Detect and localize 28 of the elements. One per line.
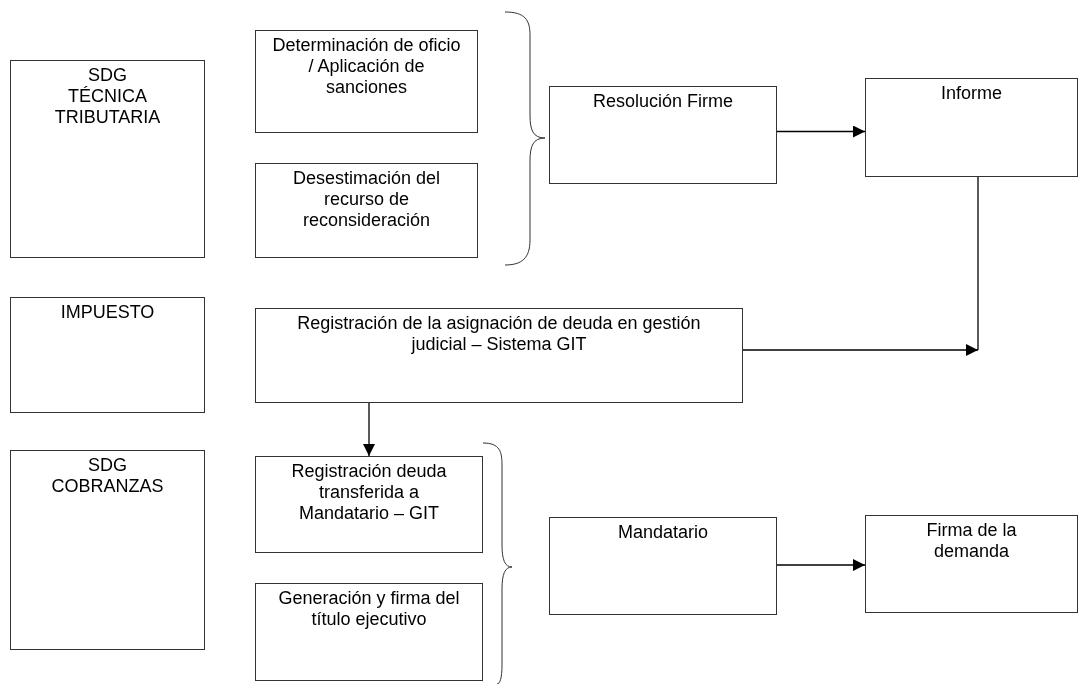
process-box xyxy=(255,308,743,403)
process-box xyxy=(865,515,1078,613)
process-box xyxy=(255,30,478,133)
box-text: IMPUESTO xyxy=(60,302,155,323)
process-box xyxy=(549,86,777,184)
arrow xyxy=(742,344,979,356)
process-box xyxy=(255,456,483,553)
process-box xyxy=(255,583,483,681)
box-text: Registración deuda transferida a Mandatario – GIT xyxy=(290,461,448,524)
box-text: Determinación de oficio / Aplicación de sanciones xyxy=(271,35,462,98)
box-text: Registración de la asignación de deuda en gestión judicial – Sistema GIT xyxy=(296,313,702,355)
process-box xyxy=(865,78,1078,177)
process-box xyxy=(549,517,777,615)
arrow xyxy=(776,125,866,138)
box-text: Informe xyxy=(941,83,1002,104)
box-text: SDG TÉCNICA TRIBUTARIA xyxy=(53,65,162,128)
department-box xyxy=(10,60,205,258)
department-box xyxy=(10,297,205,413)
process-box xyxy=(255,163,478,258)
arrow xyxy=(776,559,866,571)
box-text: Generación y firma del título ejecutivo xyxy=(277,588,461,630)
box-text: Resolución Firme xyxy=(592,91,733,112)
box-text: Desestimación del recurso de reconsideración xyxy=(291,168,442,231)
department-box xyxy=(10,450,205,650)
box-text: Firma de la demanda xyxy=(925,520,1018,562)
box-text: SDG COBRANZAS xyxy=(50,455,165,497)
arrow xyxy=(363,402,375,457)
box-text: Mandatario xyxy=(617,522,709,543)
